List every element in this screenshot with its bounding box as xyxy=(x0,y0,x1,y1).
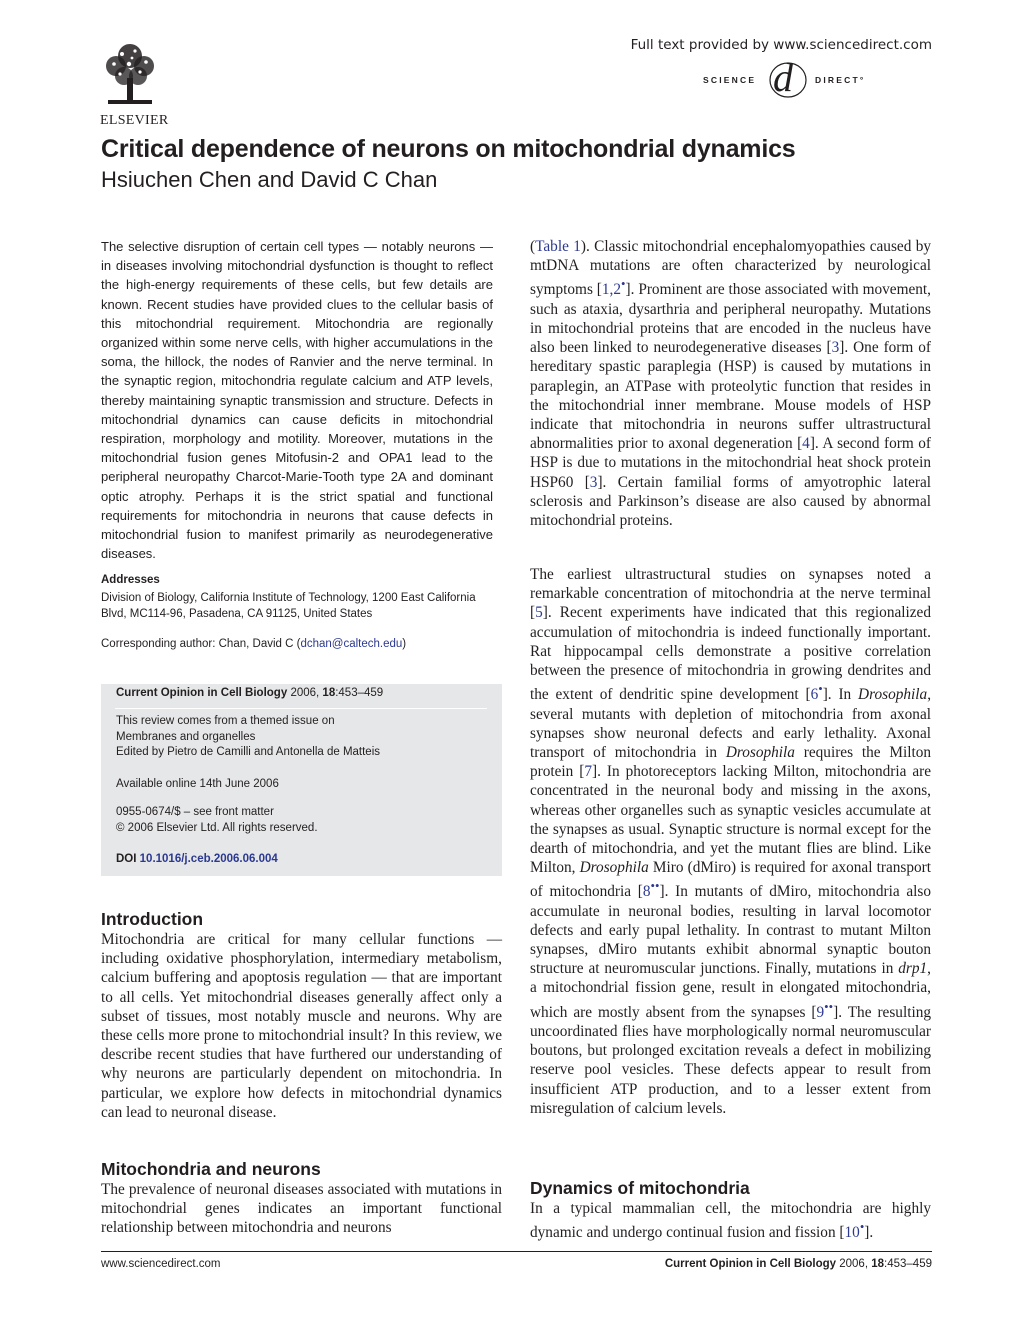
elsevier-logo: ELSEVIER xyxy=(100,42,180,128)
ref-link[interactable]: 10 xyxy=(844,1224,860,1242)
footer-volume: 18 xyxy=(871,1258,885,1270)
addresses-text: Division of Biology, California Institut… xyxy=(101,592,476,620)
info-pages: :453–459 xyxy=(335,687,384,699)
sd-mark-icon: d xyxy=(773,55,793,100)
info-volume: 18 xyxy=(322,687,336,699)
right-paragraph-1: (Table 1). Classic mitochondrial encepha… xyxy=(530,238,932,529)
author-email-link[interactable]: dchan@caltech.edu xyxy=(300,638,403,650)
abstract: The selective disruption of certain cell… xyxy=(101,239,493,562)
info-editors: Edited by Pietro de Camilli and Antonell… xyxy=(116,746,381,758)
publisher-name: ELSEVIER xyxy=(100,113,169,128)
ref-link[interactable]: 3 xyxy=(831,339,840,357)
introduction-heading: Introduction xyxy=(101,909,204,929)
elsevier-tree-icon xyxy=(102,42,158,106)
mitochondria-neurons-heading: Mitochondria and neurons xyxy=(101,1159,321,1179)
footer-journal: Current Opinion in Cell Biology xyxy=(664,1258,837,1270)
footer-pages: :453–459 xyxy=(884,1258,932,1270)
article-info-box: Current Opinion in Cell Biology 2006, 18… xyxy=(101,684,502,876)
info-divider xyxy=(115,708,487,709)
ref-link[interactable]: 4 xyxy=(802,435,810,453)
doi-link[interactable]: 10.1016/j.ceb.2006.06.004 xyxy=(139,853,278,865)
corresponding-author: Corresponding author: Chan, David C (dch… xyxy=(101,638,406,650)
info-available: Available online 14th June 2006 xyxy=(116,778,279,790)
dynamics-heading: Dynamics of mitochondria xyxy=(530,1178,750,1198)
footer-citation: Current Opinion in Cell Biology 2006, 18… xyxy=(665,1258,932,1270)
info-journal: Current Opinion in Cell Biology xyxy=(116,687,288,699)
ref-link[interactable]: 6 xyxy=(810,686,819,704)
corresponding-suffix: ) xyxy=(402,638,407,650)
info-year: 2006, xyxy=(290,687,320,699)
mitochondria-neurons-paragraph: The prevalence of neuronal diseases asso… xyxy=(101,1181,502,1237)
corresponding-prefix: Corresponding author: Chan, David C ( xyxy=(101,638,301,650)
fulltext-notice: Full text provided by www.sciencedirect.… xyxy=(630,37,932,53)
right-paragraph-2: The earliest ultrastructural studies on … xyxy=(530,566,932,1117)
ref-link[interactable]: 5 xyxy=(535,604,543,622)
sd-right-word: DIRECT° xyxy=(815,75,866,85)
ref-link[interactable]: 7 xyxy=(584,763,593,781)
info-theme-1: This review comes from a themed issue on xyxy=(116,715,335,727)
info-issn: 0955-0674/$ – see front matter xyxy=(116,806,274,818)
sd-left-word: SCIENCE xyxy=(703,75,757,85)
sciencedirect-logo: SCIENCE d DIRECT° xyxy=(703,58,933,100)
sd-ring-icon xyxy=(769,62,807,98)
footer-year: 2006, xyxy=(839,1258,869,1270)
ref-link[interactable]: 8 xyxy=(642,883,651,901)
ref-link[interactable]: 9 xyxy=(816,1003,825,1021)
introduction-paragraph: Mitochondria are critical for many cellu… xyxy=(101,931,502,1121)
article-title: Critical dependence of neurons on mitoch… xyxy=(101,135,796,163)
info-copyright: © 2006 Elsevier Ltd. All rights reserved… xyxy=(116,822,318,834)
info-citation: Current Opinion in Cell Biology 2006, 18… xyxy=(116,687,383,699)
addresses-heading: Addresses xyxy=(101,574,160,586)
info-doi: DOI 10.1016/j.ceb.2006.06.004 xyxy=(116,853,278,865)
ref-link[interactable]: 3 xyxy=(589,473,598,491)
ref-link[interactable]: 1,2 xyxy=(601,281,622,299)
dynamics-paragraph: In a typical mammalian cell, the mitocho… xyxy=(530,1200,931,1242)
info-theme-2: Membranes and organelles xyxy=(116,731,256,743)
footer-url[interactable]: www.sciencedirect.com xyxy=(101,1258,221,1270)
footer-rule xyxy=(101,1251,932,1252)
doi-label: DOI xyxy=(116,853,137,865)
article-authors: Hsiuchen Chen and David C Chan xyxy=(101,167,438,192)
table-ref-link[interactable]: Table 1 xyxy=(535,238,581,255)
